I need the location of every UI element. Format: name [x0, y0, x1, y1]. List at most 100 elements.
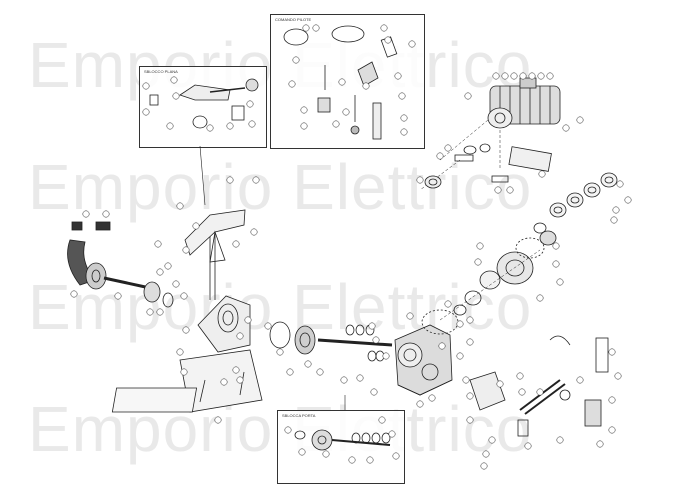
gear-icon	[439, 249, 541, 321]
callout-bubble	[338, 78, 346, 86]
callout-bubble	[372, 336, 380, 344]
callout-bubble	[166, 122, 174, 130]
callout-bubble	[292, 56, 300, 64]
callout-bubble	[624, 196, 632, 204]
callout-bubble	[492, 72, 500, 80]
callout-bubble	[576, 116, 584, 124]
callout-bubble	[146, 308, 154, 316]
callout-bubble	[428, 394, 436, 402]
callout-bubble	[342, 108, 350, 116]
callout-bubble	[528, 72, 536, 80]
callout-bubble	[556, 278, 564, 286]
gear-icon	[269, 321, 393, 362]
callout-bubble	[518, 388, 526, 396]
callout-bubble	[416, 400, 424, 408]
callout-bubble	[612, 206, 620, 214]
callout-bubble	[476, 242, 484, 250]
callout-bubble	[304, 360, 312, 368]
callout-bubble	[244, 316, 252, 324]
callout-bubble	[226, 176, 234, 184]
callout-bubble	[400, 128, 408, 136]
callout-bubble	[232, 366, 240, 374]
callout-bubble	[552, 242, 560, 250]
callout-bubble	[462, 376, 470, 384]
callout-bubble	[220, 378, 228, 386]
callout-bubble	[546, 72, 554, 80]
callout-bubble	[164, 262, 172, 270]
callout-bubble	[519, 72, 527, 80]
callout-bubble	[156, 308, 164, 316]
bearing-icon	[533, 172, 618, 246]
callout-bubble	[506, 186, 514, 194]
callout-bubble	[464, 92, 472, 100]
callout-bubble	[322, 450, 330, 458]
callout-bubble	[316, 368, 324, 376]
callout-bubble	[182, 246, 190, 254]
callout-bubble	[368, 322, 376, 330]
callout-bubble	[370, 388, 378, 396]
callout-bubble	[300, 122, 308, 130]
callout-bubble	[466, 416, 474, 424]
callout-bubble	[516, 372, 524, 380]
callout-bubble	[536, 388, 544, 396]
callout-bubble	[380, 24, 388, 32]
plate-icon	[111, 230, 263, 413]
callout-bubble	[406, 312, 414, 320]
callout-bubble	[400, 114, 408, 122]
callout-bubble	[466, 392, 474, 400]
inset-title: COMANDO PILOTE	[275, 17, 312, 22]
inset-title: SBLOCCA PORTA	[282, 413, 316, 418]
callout-bubble	[302, 24, 310, 32]
callout-bubble	[466, 316, 474, 324]
callout-bubble	[102, 210, 110, 218]
callout-bubble	[398, 92, 406, 100]
callout-bubble	[248, 120, 256, 128]
callout-bubble	[384, 36, 392, 44]
callout-bubble	[236, 332, 244, 340]
callout-bubble	[252, 176, 260, 184]
callout-bubble	[482, 450, 490, 458]
callout-bubble	[556, 436, 564, 444]
callout-bubble	[616, 180, 624, 188]
callout-bubble	[466, 338, 474, 346]
callout-bubble	[182, 326, 190, 334]
callout-bubble	[332, 120, 340, 128]
callout-bubble	[356, 374, 364, 382]
callout-bubble	[180, 368, 188, 376]
callout-bubble	[298, 448, 306, 456]
callout-bubble	[250, 228, 258, 236]
callout-bubble	[394, 72, 402, 80]
callout-bubble	[276, 348, 284, 356]
callout-bubble	[226, 122, 234, 130]
callout-bubble	[82, 210, 90, 218]
callout-bubble	[524, 442, 532, 450]
callout-bubble	[192, 222, 200, 230]
callout-bubble	[576, 376, 584, 384]
callout-bubble	[170, 76, 178, 84]
callout-bubble	[474, 258, 482, 266]
callout-bubble	[180, 292, 188, 300]
callout-bubble	[206, 124, 214, 132]
callout-bubble	[596, 440, 604, 448]
inset-title: SBLOCCO PLANA	[144, 69, 178, 74]
callout-bubble	[608, 348, 616, 356]
callout-bubble	[537, 72, 545, 80]
callout-bubble	[236, 376, 244, 384]
callout-bubble	[176, 202, 184, 210]
callout-bubble	[608, 426, 616, 434]
callout-bubble	[348, 456, 356, 464]
callout-bubble	[496, 380, 504, 388]
callout-bubble	[156, 268, 164, 276]
callout-bubble	[142, 108, 150, 116]
callout-bubble	[340, 376, 348, 384]
callout-bubble	[536, 294, 544, 302]
callout-bubble	[114, 292, 122, 300]
callout-bubble	[552, 260, 560, 268]
callout-bubble	[456, 320, 464, 328]
callout-bubble	[264, 322, 272, 330]
callout-bubble	[312, 24, 320, 32]
callout-bubble	[172, 92, 180, 100]
callout-bubble	[172, 280, 180, 288]
